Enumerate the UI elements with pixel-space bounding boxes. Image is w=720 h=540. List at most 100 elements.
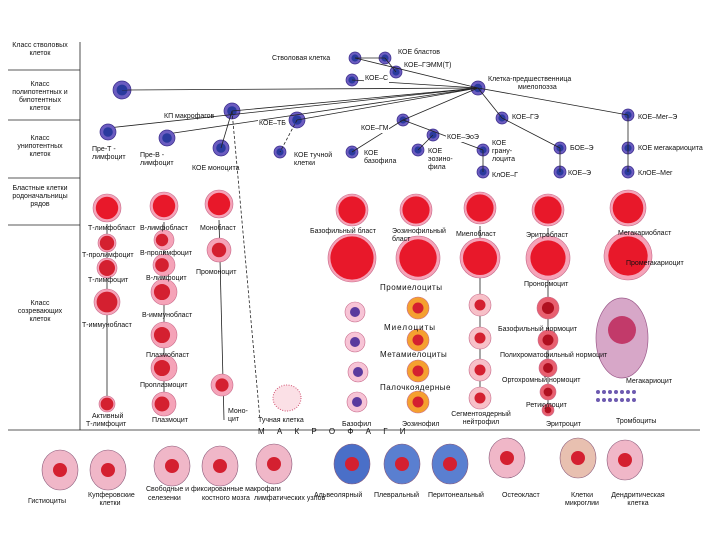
thrombocyte-3 xyxy=(614,390,618,394)
active-t-label-1: Активный xyxy=(92,413,124,420)
free-fixed-macrophages-label: Свободные и фиксированные макрофаги xyxy=(146,486,281,493)
pronormocyte-label: Пронормоцит xyxy=(524,281,569,288)
b-lymphocyte-label: В-лимфоцит xyxy=(146,275,187,282)
peritoneal-label: Перитонеальный xyxy=(428,492,484,499)
eosinophil-series-3-nucleus xyxy=(412,396,424,408)
macrophage-nucleus-10 xyxy=(618,453,632,467)
b-prolymphocyte-label: В-пролимфоцит xyxy=(140,250,193,257)
class-uni-label: Класс унипотентных клеток xyxy=(17,135,63,158)
neutrophil-series-3-nucleus xyxy=(474,392,486,404)
myelo-connector-7 xyxy=(107,87,479,129)
basophil-normocyte-label: Базофильный нормоцит xyxy=(498,326,578,333)
b-immunoblast-label: В-иммунобласт xyxy=(142,312,193,319)
erythroblast-label: Эритробласт xyxy=(526,232,569,239)
thrombocyte-0 xyxy=(596,390,600,394)
thrombocyte-13 xyxy=(632,398,636,402)
macrophage-nucleus-9 xyxy=(571,451,585,465)
t-immunoblast-label: Т-иммунобласт xyxy=(82,322,132,329)
lymph-nodes-label: лимфатических узлов xyxy=(254,495,326,502)
macrophage-nucleus-8 xyxy=(500,451,514,465)
eosinophil-series-1-nucleus xyxy=(412,334,424,346)
macrophage-nucleus-1 xyxy=(101,463,115,477)
basophil-series-1-nucleus xyxy=(350,337,360,347)
eosinophil-blast-label: Эозинофильный бласт xyxy=(392,228,446,243)
dashed-macro-line xyxy=(231,110,261,421)
neutrophil-label: Сегментоядерный нейтрофил xyxy=(451,411,511,426)
uni-connector-2 xyxy=(417,134,434,151)
myelo-precursor-label-2: миелопоэза xyxy=(518,84,557,91)
macrophage-nucleus-3 xyxy=(213,459,227,473)
erythroid-series-3-nucleus xyxy=(543,387,553,397)
basophil-series-2-nucleus xyxy=(353,367,363,377)
koe-ge-label: КОЕ–ГЭ xyxy=(512,114,539,121)
histiocytes-label: Гистиоциты xyxy=(28,498,66,505)
macrophage-nucleus-7 xyxy=(443,457,457,471)
basophil-series-0-nucleus xyxy=(350,307,360,317)
t-column-cell-0-nucleus xyxy=(99,235,115,251)
thrombocyte-5 xyxy=(626,390,630,394)
promegakaryocyte-cell-nucleus xyxy=(608,236,648,276)
thrombocyte-8 xyxy=(602,398,606,402)
thrombocyte-12 xyxy=(626,398,630,402)
myelo-connector-4 xyxy=(402,87,479,121)
uni-connector-1 xyxy=(402,119,484,151)
mono-connector xyxy=(220,110,233,149)
promyelocytes-label: Промиелоциты xyxy=(380,283,443,292)
active-t-label-2: Т-лимфоцит xyxy=(86,421,127,428)
myelo-connector-5 xyxy=(477,87,503,119)
b-column-cell-2-nucleus xyxy=(153,283,171,301)
koe-s-label: КОЕ–С xyxy=(364,75,390,83)
megakaryoblast-label: Мегакариобласт xyxy=(618,230,672,237)
eosinophil-promyelocyte-nucleus xyxy=(399,239,437,277)
myelo-connector-2 xyxy=(231,87,479,112)
koe-eosinophil-label: КОЕ эозино- фила xyxy=(428,148,453,171)
basophil-blast-label: Базофильный бласт xyxy=(310,228,376,235)
pre-b-cell-nucleus xyxy=(162,133,172,143)
macrophage-nucleus-6 xyxy=(395,457,409,471)
myelocytes-label: Миелоциты xyxy=(384,323,436,332)
koe-monocyte-label: КОЕ моноцита xyxy=(192,165,240,172)
class-blast-label: Бластные клетки родоначальницы рядов xyxy=(12,185,68,208)
megakaryoblast-cell-nucleus xyxy=(612,192,644,224)
b-column-cell-4-nucleus xyxy=(153,359,171,377)
basophil-label: Базофил xyxy=(342,421,372,428)
class-mature-label: Класс созревающих клеток xyxy=(17,300,63,323)
erythrocyte-label: Эритроцит xyxy=(546,421,581,428)
t-lymphocyte-label: Т-лимфоцит xyxy=(88,277,129,284)
microglia-label: Клетки микроглии xyxy=(565,492,599,507)
koe-eoe-label: КОЕ–ЭоЭ xyxy=(446,134,480,142)
myelo-connector-1 xyxy=(121,87,479,91)
thrombocyte-2 xyxy=(608,390,612,394)
b-column-cell-3-nucleus xyxy=(153,326,171,344)
myelo-precursor-label-1: Клетка-предшественница xyxy=(488,76,572,83)
kloe-g-label: КлОЕ–Г xyxy=(492,172,518,179)
plasmablast-label: Плазмобласт xyxy=(146,352,190,359)
alveolar-label: Альвеолярный xyxy=(314,492,363,499)
spleen-label: селезенки xyxy=(148,495,181,502)
t-column-cell-1-nucleus xyxy=(99,260,115,276)
t-lymphoblast-label: Т-лимфобласт xyxy=(88,225,136,232)
t-column-cell-3-nucleus xyxy=(100,397,114,411)
myelo-connector-3 xyxy=(296,87,479,121)
macrophages-header: М А К Р О Ф А Г И xyxy=(258,427,411,436)
orthochromic-normocyte-label: Ортохромный нормоцит xyxy=(502,377,581,384)
myeloblast-cell-nucleus xyxy=(466,194,494,222)
myelo-connector-8 xyxy=(166,87,479,135)
b-lymphoblast-label: В-лимфобласт xyxy=(140,225,188,232)
myeloblast-label: Миелобласт xyxy=(456,231,496,238)
basophil-blast-cell-nucleus xyxy=(338,196,366,224)
myelo-connector-6 xyxy=(477,87,629,116)
metamyelocytes-label: Метамиелоциты xyxy=(380,350,448,359)
pre-b-label: Пре-В - лимфоцит xyxy=(140,152,174,167)
stem-connector-b xyxy=(384,57,397,73)
t-lymphoblast-cell-nucleus xyxy=(95,196,119,220)
pronormocyte-cell-nucleus xyxy=(530,240,566,276)
eosinophil-blast-cell-nucleus xyxy=(402,196,430,224)
bone-marrow-label: костного мозга xyxy=(202,495,250,502)
neutrophil-series-0-nucleus xyxy=(474,299,486,311)
macrophage-nucleus-4 xyxy=(267,457,281,471)
thrombocyte-10 xyxy=(614,398,618,402)
promonocyte-label: Промоноцит xyxy=(196,269,237,276)
